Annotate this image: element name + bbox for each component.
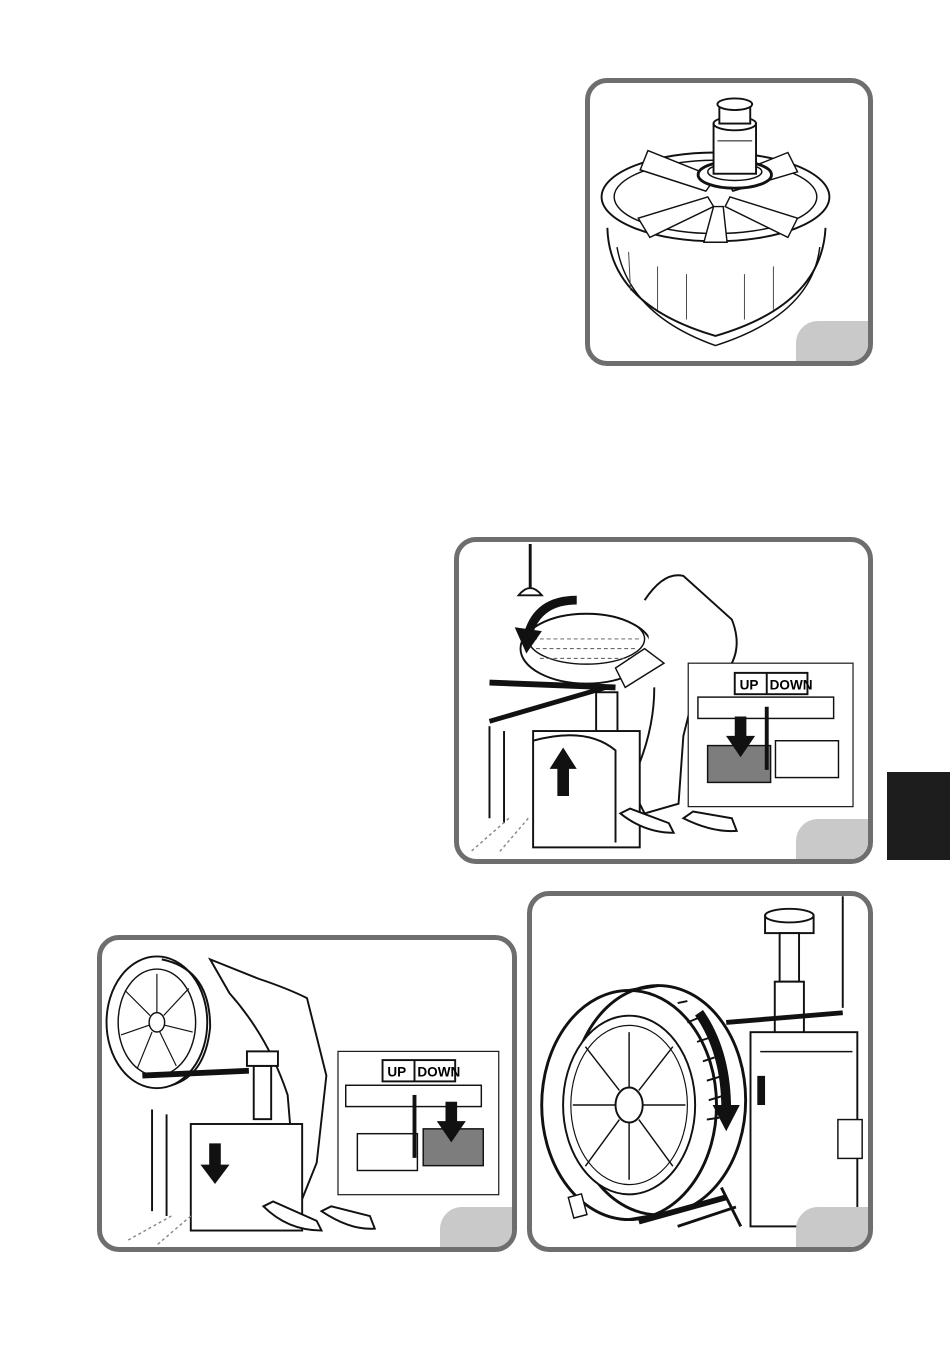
hub-rim-illustration <box>590 83 868 361</box>
pedal-down-label: DOWN <box>770 677 813 692</box>
figure-number-badge <box>796 819 868 859</box>
pedal-up-label: UP <box>387 1065 406 1080</box>
figure-number-badge <box>796 321 868 361</box>
wheel-mounted-illustration <box>532 896 868 1247</box>
lower-wheel-illustration: UP DOWN <box>102 940 512 1247</box>
pedal-up-label: UP <box>740 677 759 692</box>
figure-lift-tyre: UP DOWN <box>454 537 873 864</box>
figure-wheel-mounted <box>527 891 873 1252</box>
section-tab <box>887 772 950 860</box>
figure-number-badge <box>440 1207 512 1247</box>
lift-tyre-illustration: UP DOWN <box>459 542 868 859</box>
figure-number-badge <box>796 1207 868 1247</box>
figure-hub-rim <box>585 78 873 366</box>
pedal-down-label: DOWN <box>417 1065 460 1080</box>
figure-lower-wheel: UP DOWN <box>97 935 517 1252</box>
